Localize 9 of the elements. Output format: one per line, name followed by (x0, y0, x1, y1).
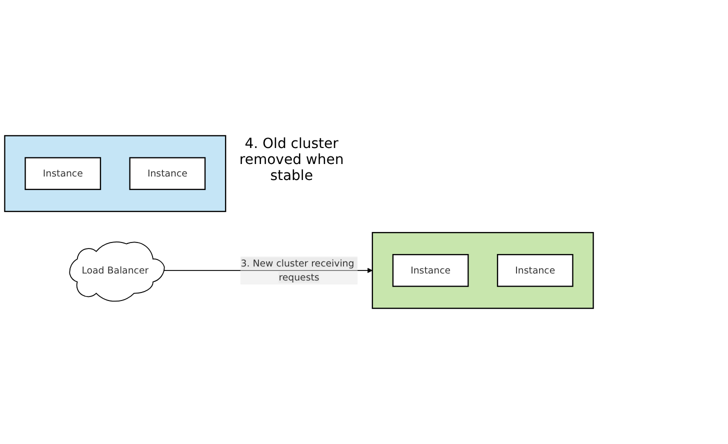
cluster (372, 232, 594, 309)
edge-label: 3. New cluster receiving requests (240, 258, 354, 283)
node-box: Instance (24, 157, 102, 190)
cluster-note: 4. Old cluster removed when stable (238, 136, 345, 184)
node-box: Instance (392, 254, 469, 287)
node-box: Instance (129, 157, 206, 190)
node-box: Instance (496, 254, 574, 287)
cluster (4, 135, 226, 212)
arrow (162, 268, 373, 274)
